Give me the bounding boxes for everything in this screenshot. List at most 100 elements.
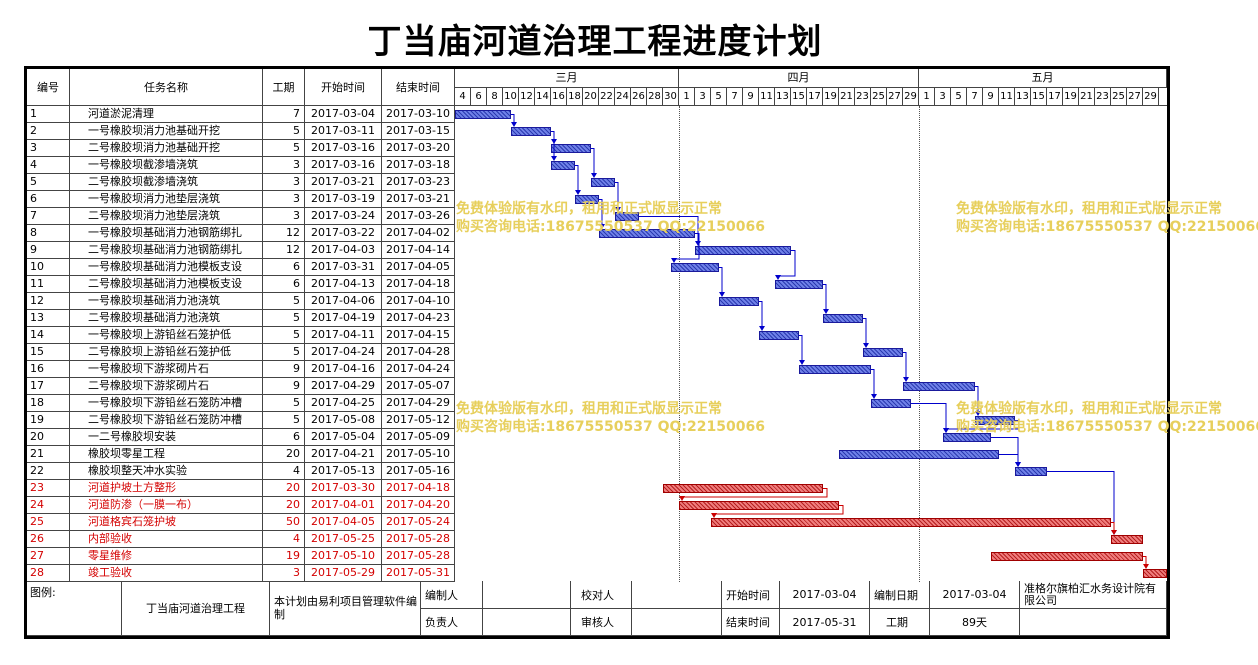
task-end: 2017-04-29 (382, 395, 455, 412)
prepared-by-value[interactable] (483, 581, 571, 609)
dependency-link (615, 182, 619, 210)
reviewer-value[interactable] (632, 609, 722, 636)
task-name[interactable]: 二号橡胶坝上游铅丝石笼护低 (70, 344, 263, 361)
gantt-bar[interactable] (943, 433, 991, 442)
task-name[interactable]: 零星维修 (70, 548, 263, 565)
gantt-bar[interactable] (711, 518, 1111, 527)
gantt-bar[interactable] (695, 246, 791, 255)
gantt-bar[interactable] (455, 110, 511, 119)
gantt-bar[interactable] (599, 229, 695, 238)
task-name[interactable]: 一号橡胶坝下游铅丝石笼防冲槽 (70, 395, 263, 412)
gantt-bar[interactable] (551, 161, 575, 170)
header-start[interactable]: 开始时间 (305, 69, 382, 106)
task-name[interactable]: 一号橡胶坝基础消力池钢筋绑扎 (70, 225, 263, 242)
task-name[interactable]: 河道淤泥清理 (70, 106, 263, 123)
gantt-bar[interactable] (1111, 535, 1143, 544)
gantt-bar[interactable] (759, 331, 799, 340)
gantt-bar[interactable] (679, 501, 839, 510)
gantt-bar[interactable] (839, 450, 999, 459)
task-name[interactable]: 橡胶坝零星工程 (70, 446, 263, 463)
task-num: 3 (27, 140, 70, 157)
gantt-bar[interactable] (663, 484, 823, 493)
gantt-bar[interactable] (1143, 569, 1167, 578)
task-name[interactable]: 二号橡胶坝下游浆砌片石 (70, 378, 263, 395)
task-name[interactable]: 一号橡胶坝下游浆砌片石 (70, 361, 263, 378)
gantt-bar[interactable] (823, 314, 863, 323)
task-name[interactable]: 二号橡胶坝基础消力池浇筑 (70, 310, 263, 327)
gantt-bar[interactable] (671, 263, 719, 272)
gantt-bar[interactable] (551, 144, 591, 153)
gantt-bar[interactable] (799, 365, 871, 374)
month-2[interactable]: 四月 (679, 69, 919, 88)
task-name[interactable]: 二号橡胶坝下游铅丝石笼防冲槽 (70, 412, 263, 429)
header-duration[interactable]: 工期 (263, 69, 305, 106)
start-time-value: 2017-03-04 (780, 581, 870, 609)
task-name[interactable]: 二号橡胶坝截渗墙浇筑 (70, 174, 263, 191)
task-name[interactable]: 二号橡胶坝基础消力池钢筋绑扎 (70, 242, 263, 259)
task-name[interactable]: 一号橡胶坝消力池垫层浇筑 (70, 191, 263, 208)
gantt-bar[interactable] (591, 178, 615, 187)
gantt-bar[interactable] (775, 280, 823, 289)
gantt-bar[interactable] (863, 348, 903, 357)
header-name[interactable]: 任务名称 (70, 69, 263, 106)
gantt-bar[interactable] (1015, 467, 1047, 476)
responsible-value[interactable] (483, 609, 571, 636)
task-name[interactable]: 一号橡胶坝上游铅丝石笼护低 (70, 327, 263, 344)
header-end[interactable]: 结束时间 (382, 69, 455, 106)
month-3[interactable]: 五月 (919, 69, 1167, 88)
task-name[interactable]: 内部验收 (70, 531, 263, 548)
gantt-bar[interactable] (615, 212, 639, 221)
task-name[interactable]: 河道格宾石笼护坡 (70, 514, 263, 531)
gantt-bar[interactable] (991, 552, 1143, 561)
gantt-bar[interactable] (871, 399, 911, 408)
task-name[interactable]: 二号橡胶坝消力池基础开挖 (70, 140, 263, 157)
gantt-bar[interactable] (719, 297, 759, 306)
task-name[interactable]: 河道护坡土方整形 (70, 480, 263, 497)
gantt-bar[interactable] (903, 382, 975, 391)
task-name[interactable]: 一号橡胶坝消力池基础开挖 (70, 123, 263, 140)
task-name[interactable]: 河道防渗（一膜一布） (70, 497, 263, 514)
month-1[interactable]: 三月 (455, 69, 679, 88)
gantt-bar[interactable] (511, 127, 551, 136)
task-name[interactable]: 竣工验收 (70, 565, 263, 582)
task-name[interactable]: 橡胶坝整天冲水实验 (70, 463, 263, 480)
task-name[interactable]: 二号橡胶坝消力池垫层浇筑 (70, 208, 263, 225)
checked-by-value[interactable] (632, 581, 722, 609)
task-name[interactable]: 一号橡胶坝基础消力池模板支设 (70, 259, 263, 276)
task-name[interactable]: 一号橡胶坝截渗墙浇筑 (70, 157, 263, 174)
task-name[interactable]: 一二号橡胶坝安装 (70, 429, 263, 446)
gantt-bar[interactable] (975, 416, 1015, 425)
header-num[interactable]: 编号 (27, 69, 70, 106)
task-name[interactable]: 二号橡胶坝基础消力池模板支设 (70, 276, 263, 293)
task-name[interactable]: 一号橡胶坝基础消力池浇筑 (70, 293, 263, 310)
gantt-bar[interactable] (575, 195, 599, 204)
